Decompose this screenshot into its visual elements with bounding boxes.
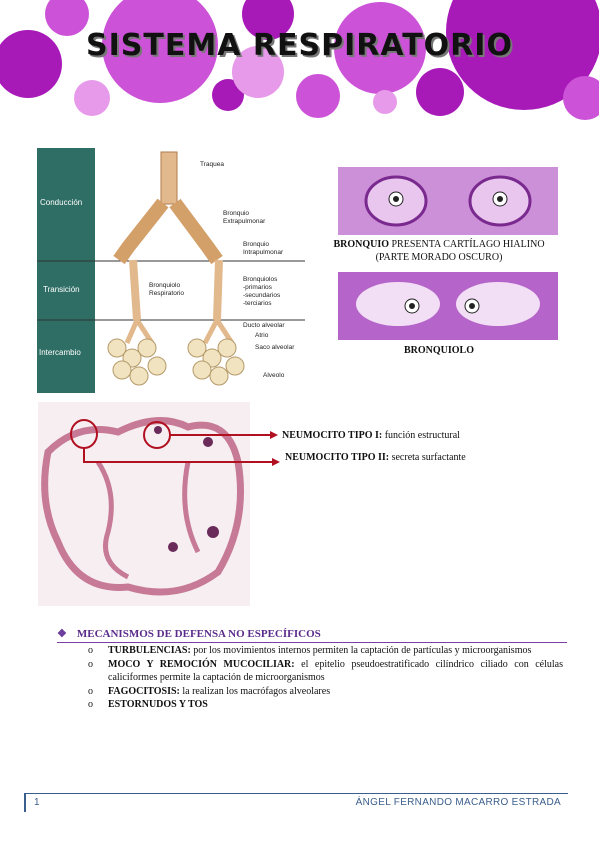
defense-heading: ❖ MECANISMOS DE DEFENSA NO ESPECÍFICOS bbox=[57, 627, 567, 643]
label-bronquiolos-1: Bronquiolos bbox=[243, 276, 278, 283]
page-title: SISTEMA RESPIRATORIO bbox=[86, 28, 513, 63]
item-bold: TURBULENCIAS: bbox=[108, 645, 191, 656]
label-bronquio-extra-2: Extrapulmonar bbox=[223, 218, 266, 225]
diamond-bullet-icon: ❖ bbox=[57, 628, 67, 640]
neumocito-2-text: secreta surfactante bbox=[389, 452, 466, 463]
item-bold: ESTORNUDOS Y TOS bbox=[108, 699, 208, 710]
list-item: o ESTORNUDOS Y TOS bbox=[88, 698, 563, 712]
item-bold: MOCO Y REMOCIÓN MUCOCILIAR: bbox=[108, 658, 295, 670]
bullet-icon: o bbox=[88, 658, 93, 670]
defense-list: o TURBULENCIAS: por los movimientos inter… bbox=[88, 644, 563, 712]
label-saco: Saco alveolar bbox=[255, 344, 295, 351]
alveolus-histology-image bbox=[38, 402, 250, 606]
label-bronquiolo-resp-1: Bronquiolo bbox=[149, 282, 181, 289]
label-bronquiolos-3: -secundarios bbox=[243, 292, 281, 299]
bronquio-caption: BRONQUIO PRESENTA CARTÍLAGO HIALINO (PAR… bbox=[328, 238, 550, 264]
item-text: la realizan los macrófagos alveolares bbox=[179, 685, 331, 697]
item-bold: FAGOCITOSIS: bbox=[108, 685, 180, 697]
zone-transicion: Transición bbox=[43, 285, 80, 294]
bronquio-caption-bold: BRONQUIO bbox=[333, 239, 389, 250]
neumocito-tipo-2-label: NEUMOCITO TIPO II: secreta surfactante bbox=[285, 452, 466, 463]
label-atrio: Atrio bbox=[255, 332, 269, 339]
label-bronquiolo-resp-2: Respiratorio bbox=[149, 290, 185, 297]
label-bronquiolos-2: -primarios bbox=[243, 284, 272, 291]
airway-drawing bbox=[37, 148, 305, 393]
list-item: o MOCO Y REMOCIÓN MUCOCILIAR: el epitelio… bbox=[88, 658, 563, 685]
bronquio-caption-rest: PRESENTA CARTÍLAGO HIALINO bbox=[389, 239, 545, 250]
defense-heading-text: MECANISMOS DE DEFENSA NO ESPECÍFICOS bbox=[76, 628, 321, 640]
airway-diagram: Conducción Transición Intercambio Traque… bbox=[37, 148, 305, 393]
bronquio-histology-image bbox=[338, 167, 558, 235]
bullet-icon: o bbox=[88, 645, 93, 656]
footer-accent-bar bbox=[24, 794, 26, 812]
decorative-bubbles bbox=[0, 0, 599, 120]
annotation-arrows bbox=[83, 431, 280, 466]
zone-intercambio: Intercambio bbox=[39, 348, 81, 357]
zone-conduccion: Conducción bbox=[40, 198, 83, 207]
header-banner: SISTEMA RESPIRATORIO bbox=[0, 0, 599, 125]
item-text: el epitelio pseudoestratificado cilíndri… bbox=[108, 658, 563, 684]
label-bronquio-extra-1: Bronquio bbox=[223, 210, 250, 217]
neumocito-1-text: función estructural bbox=[382, 430, 460, 441]
bullet-icon: o bbox=[88, 699, 93, 710]
label-alveolo: Alveolo bbox=[263, 372, 285, 379]
bullet-icon: o bbox=[88, 685, 93, 697]
label-ducto: Ducto alveolar bbox=[243, 322, 285, 329]
footer-divider bbox=[24, 793, 568, 794]
list-item: o TURBULENCIAS: por los movimientos inter… bbox=[88, 644, 563, 658]
author-name: ÁNGEL FERNANDO MACARRO ESTRADA bbox=[355, 797, 561, 808]
label-bronquiolos-4: -terciarios bbox=[243, 300, 272, 307]
neumocito-1-bold: NEUMOCITO TIPO I: bbox=[282, 430, 383, 441]
list-item: o FAGOCITOSIS: la realizan los macrófagos… bbox=[88, 685, 563, 699]
bronquio-caption-line2: (PARTE MORADO OSCURO) bbox=[375, 252, 503, 263]
label-traquea: Traquea bbox=[200, 161, 224, 168]
neumocito-tipo-1-label: NEUMOCITO TIPO I: función estructural bbox=[282, 430, 460, 441]
label-bronquio-intra-1: Bronquio bbox=[243, 241, 270, 248]
page-number: 1 bbox=[34, 797, 40, 808]
item-text: por los movimientos internos permiten la… bbox=[190, 645, 532, 656]
label-bronquio-intra-2: Intrapulmonar bbox=[243, 249, 284, 256]
bronquiolo-caption: BRONQUIOLO bbox=[403, 345, 474, 356]
bronquiolo-histology-image bbox=[338, 272, 558, 340]
neumocito-2-bold: NEUMOCITO TIPO II: bbox=[285, 452, 390, 463]
